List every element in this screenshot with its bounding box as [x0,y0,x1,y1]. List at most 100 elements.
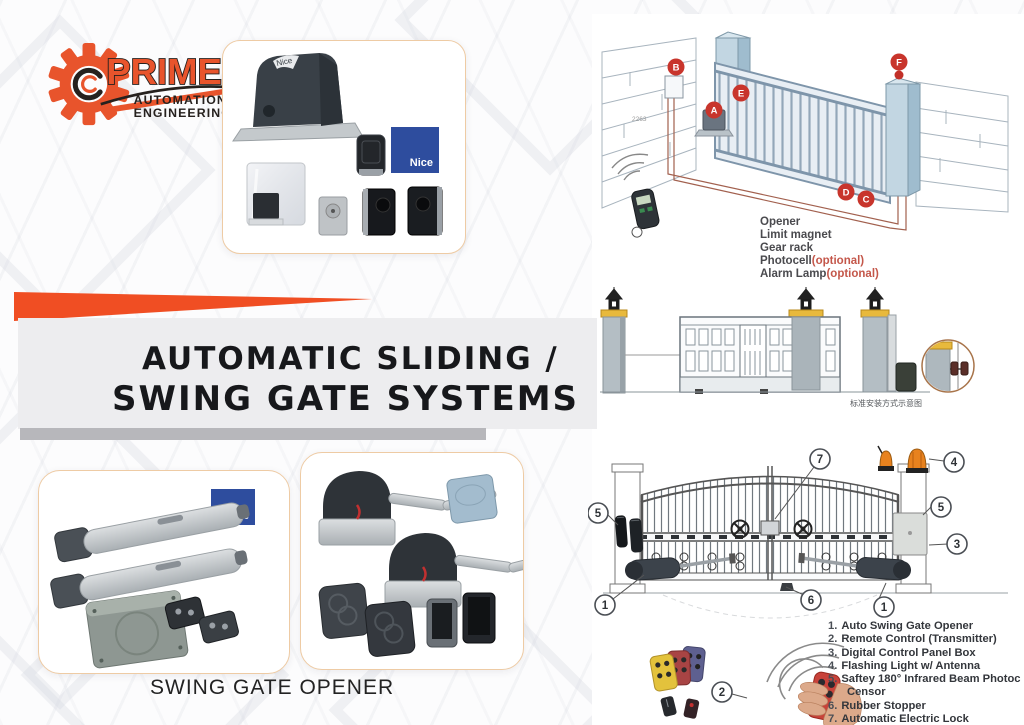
orange-wedge [14,292,372,321]
marker-1-left: 1 [594,594,616,616]
remote-pair [318,582,416,657]
svg-text:4: 4 [951,457,958,469]
number-markers: 5 1 7 6 1 4 5 3 2 [588,448,968,703]
legend-limit-magnet: Limit magnet [760,229,832,241]
marker-D: D [837,183,855,201]
linear-actuator-arm [54,502,250,563]
svg-text:E: E [738,89,744,100]
sliding-kit-montage: Nice [232,53,443,236]
photocell-pair [426,592,496,648]
sliding-legend: Opener Limit magnet Gear rack Photocell(… [760,216,879,280]
flashing-light [906,448,928,473]
legend-gear-rack: Gear rack [760,242,814,254]
control-unit [446,474,498,524]
svg-text:C: C [863,195,870,206]
beam-photocells [615,515,644,553]
gear-icon [48,43,130,126]
svg-text:5: 5 [938,502,945,514]
alarm-lamp [894,70,904,80]
marker-5-right: 5 [930,496,952,518]
svg-text:6: 6 [808,595,814,607]
svg-text:5: 5 [595,508,602,520]
logo-subtitle-2: ENGINEERING [134,106,232,120]
control-panel-box [892,512,928,556]
brand-name: PRIME [106,51,222,92]
logo-swoosh [102,88,225,114]
motor-unit [895,362,917,392]
part-item-7: 7.Automatic Electric Lock [828,713,969,725]
svg-text:A: A [711,106,718,117]
linear-actuator-arm [50,548,248,609]
marker-4: 4 [943,451,965,473]
articulated-kit-montage [317,469,564,657]
right-pillar-group [862,314,917,393]
center-pillar [791,316,821,391]
legend-alarm-lamp: Alarm Lamp(optional) [760,268,879,280]
part-item-6: 6.Rubber Stopper [828,699,926,712]
swing-gate-opener-caption: SWING GATE OPENER [150,676,395,699]
articulated-arm-kit-card [300,452,564,670]
flashing-lamp [246,162,306,226]
part-item-5: 5.Saftey 180° Infrared Beam Photoc [828,673,1021,686]
flashing-light-antenna [877,445,894,471]
marker-A: A [705,101,723,119]
svg-text:F: F [896,58,902,69]
part-item-3: 3.Digital Control Panel Box [828,646,976,659]
marker-3: 3 [946,533,968,555]
install-caption: 标准安装方式示意图 [850,398,922,408]
control-box [85,590,189,669]
electric-lock [760,520,780,536]
marker-F: F [890,53,908,71]
sliding-kit-photo-card: Nice [222,40,466,254]
left-gate-opener [624,553,736,581]
page-title-line2: SWING GATE SYSTEMS [112,379,580,419]
swing-gate-diagram: 5 1 7 6 1 4 5 3 2 [588,445,1008,725]
signal-waves-icon [766,642,845,700]
svg-text:3: 3 [954,539,960,551]
legend-opener: Opener [760,216,801,228]
page-title-line1: AUTOMATIC SLIDING / [142,341,559,377]
prime-logo: PRIME AUTOMATION ENGINEERING [48,43,232,126]
marker-6: 6 [800,589,822,611]
svg-text:D: D [843,188,850,199]
part-item-1: 1.Auto Swing Gate Opener [828,620,974,632]
logo-subtitle-1: AUTOMATION [134,93,227,107]
flashing-lights [877,445,928,473]
linear-kit-montage: Nice [50,489,255,669]
linear-arm-kit-card: Nice [38,470,290,674]
title-underbar [20,428,486,440]
pillar-cap [600,309,628,318]
marker-C: C [857,190,875,208]
detail-inset [921,339,975,393]
svg-text:1: 1 [881,602,888,614]
right-pillar [884,70,922,197]
marker-E: E [732,84,750,102]
svg-text:2: 2 [719,687,725,699]
remote-pair [164,596,239,644]
marker-5-left: 5 [588,502,609,524]
marker-B: B [667,58,685,76]
legend-photocell: Photocell(optional) [760,255,864,267]
nice-badge: Nice [391,127,439,173]
nice-badge-label: Nice [410,157,433,169]
marker-7: 7 [809,448,831,470]
marker-2: 2 [711,681,733,703]
right-gate-opener [798,552,912,581]
swing-parts-list: 1.Auto Swing Gate Opener 2.Remote Contro… [828,620,1024,725]
signal-waves-icon [611,153,649,181]
swing-gate-leaves [640,466,900,591]
wire-label: 2263 [632,116,647,123]
lamp-icons [604,287,885,311]
part-item-4: 4.Flashing Light w/ Antenna [828,659,981,672]
pillar-cap [788,309,824,318]
swing-arc [662,594,878,619]
left-pillar [602,316,626,394]
rosette-ornaments [730,519,813,539]
motor-brand-label: Nice [276,56,294,68]
svg-text:1: 1 [602,600,609,612]
title-band [18,318,597,429]
installation-diagram: 标准安装方式示意图 [600,287,975,408]
remote-transmitter [356,134,386,176]
right-brick-wall [915,81,1009,213]
